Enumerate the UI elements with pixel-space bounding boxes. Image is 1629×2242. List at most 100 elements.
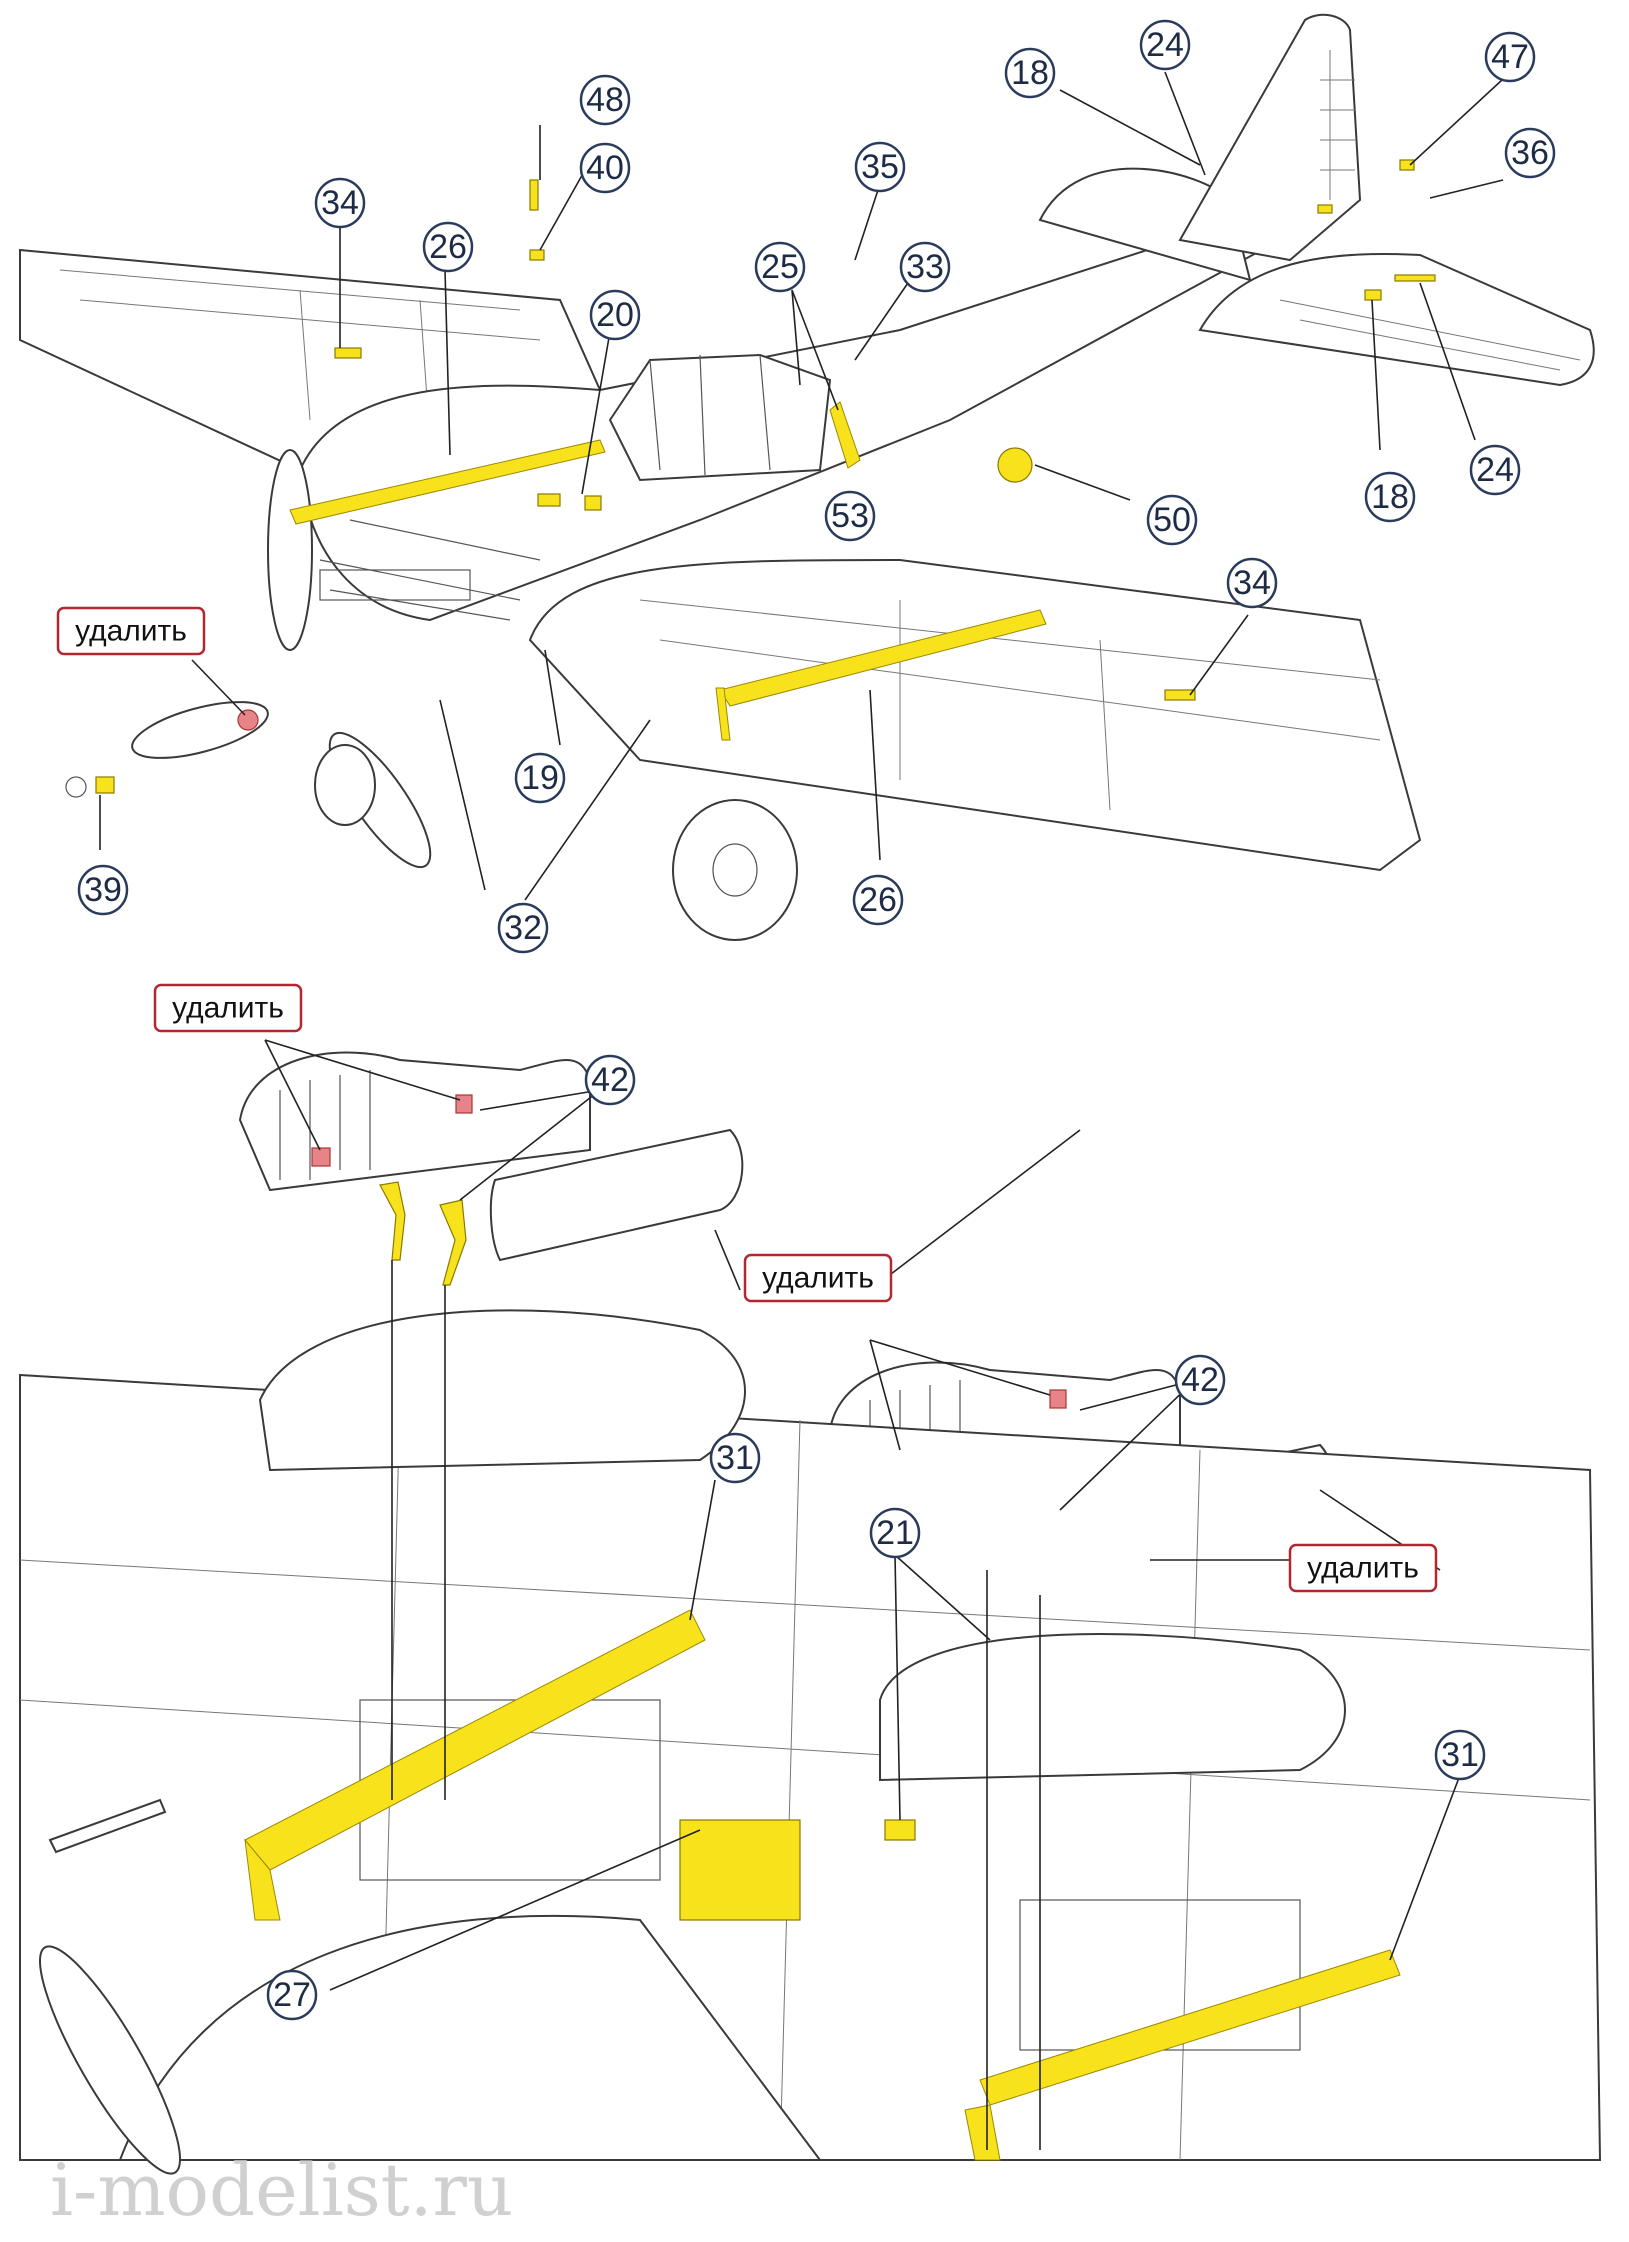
propeller-blade-bottom <box>39 1945 181 2175</box>
svg-text:31: 31 <box>1441 1736 1479 1774</box>
exhaust-grille <box>319 569 471 601</box>
callout-42-left: 42 <box>584 1054 636 1106</box>
callout-40: 40 <box>579 142 631 194</box>
callout-36: 36 <box>1504 127 1556 179</box>
svg-text:42: 42 <box>591 1061 629 1099</box>
svg-text:удалить: удалить <box>172 992 284 1025</box>
pe-strip-26-left <box>289 439 606 525</box>
main-wheel <box>672 799 798 941</box>
pe-part-36 <box>1317 204 1333 214</box>
svg-text:19: 19 <box>521 759 559 797</box>
callout-25: 25 <box>754 241 806 293</box>
pe-42-left-a <box>379 1181 406 1261</box>
callout-24-bottom: 24 <box>1469 444 1521 496</box>
svg-text:33: 33 <box>906 248 944 286</box>
svg-text:21: 21 <box>876 1514 914 1552</box>
callout-27: 27 <box>266 1969 318 2021</box>
remove-part-right-2 <box>1049 1389 1067 1409</box>
callout-21: 21 <box>869 1507 921 1559</box>
remove-tag-middle: удалить <box>743 1253 893 1303</box>
callout-53: 53 <box>824 490 876 542</box>
stabilizer-right <box>1198 252 1595 387</box>
pe-part-34-right <box>1164 689 1196 701</box>
remove-part-left-1 <box>311 1147 331 1167</box>
pe-part-20 <box>537 493 561 507</box>
callout-42-right: 42 <box>1174 1354 1226 1406</box>
underside-view: 42 42 31 21 31 27 удалить удалить удалит… <box>19 983 1602 2175</box>
callout-34-right: 34 <box>1226 557 1278 609</box>
callout-39: 39 <box>77 864 129 916</box>
pe-part-48 <box>529 179 539 211</box>
svg-text:удалить: удалить <box>762 1262 874 1295</box>
svg-text:47: 47 <box>1491 38 1529 76</box>
pe-part-18 <box>1364 289 1382 301</box>
callout-26-left: 26 <box>422 221 474 273</box>
nacelle-left <box>258 1309 746 1472</box>
callout-19: 19 <box>514 752 566 804</box>
watermark-text: i-modelist.ru <box>50 2148 513 2232</box>
callout-31-left: 31 <box>709 1432 761 1484</box>
svg-text:53: 53 <box>831 497 869 535</box>
callout-24-top: 24 <box>1139 19 1191 71</box>
pe-42-left-b <box>439 1199 467 1286</box>
pe-part-20b <box>584 495 602 511</box>
svg-text:36: 36 <box>1511 134 1549 172</box>
svg-text:34: 34 <box>321 184 359 222</box>
svg-text:39: 39 <box>84 871 122 909</box>
svg-text:27: 27 <box>273 1976 311 2014</box>
pe-part-40 <box>529 249 545 261</box>
gun-barrel <box>48 1798 167 1854</box>
spinner-remove-part <box>237 709 259 731</box>
cowl-panel-left-remove <box>489 1128 744 1262</box>
callout-47: 47 <box>1484 31 1536 83</box>
pe-strip-31-right-edge <box>964 2104 1001 2161</box>
remove-tag-spinner: удалить <box>56 606 206 656</box>
pe-part-34-left <box>334 347 362 359</box>
pe-part-47 <box>1399 159 1415 171</box>
svg-text:24: 24 <box>1146 26 1184 64</box>
svg-text:31: 31 <box>716 1439 754 1477</box>
callout-26-right: 26 <box>852 874 904 926</box>
svg-text:34: 34 <box>1233 564 1271 602</box>
remove-tag-upper-left: удалить <box>153 983 303 1033</box>
callout-33: 33 <box>899 241 951 293</box>
canopy <box>608 353 832 482</box>
remove-part-left-2 <box>455 1094 473 1114</box>
pe-part-39 <box>95 776 115 794</box>
svg-text:20: 20 <box>596 296 634 334</box>
callout-35: 35 <box>854 141 906 193</box>
svg-text:35: 35 <box>861 148 899 186</box>
svg-text:26: 26 <box>859 881 897 919</box>
callout-32: 32 <box>497 902 549 954</box>
callout-18-top: 18 <box>1004 47 1056 99</box>
right-wing <box>528 558 1422 872</box>
vertical-fin <box>1178 13 1362 262</box>
svg-text:удалить: удалить <box>75 615 187 648</box>
callout-18-bottom: 18 <box>1364 471 1416 523</box>
pe-part-24 <box>1394 274 1436 282</box>
callout-20: 20 <box>589 289 641 341</box>
pe-strip-26-right <box>719 609 1047 707</box>
svg-text:26: 26 <box>429 228 467 266</box>
svg-text:24: 24 <box>1476 451 1514 489</box>
svg-text:18: 18 <box>1011 54 1049 92</box>
radiator-cover-left-part <box>238 1051 591 1192</box>
svg-text:40: 40 <box>586 149 624 187</box>
callout-34-left: 34 <box>314 177 366 229</box>
callout-31-right: 31 <box>1434 1729 1486 1781</box>
wheel-far <box>314 744 376 826</box>
svg-text:18: 18 <box>1371 478 1409 516</box>
svg-text:удалить: удалить <box>1307 1552 1419 1585</box>
nacelle-right <box>879 1633 1346 1782</box>
aircraft-top-view: 48 40 34 26 20 35 25 33 53 50 18 24 47 3… <box>19 13 1595 954</box>
callout-50: 50 <box>1146 494 1198 546</box>
svg-text:48: 48 <box>586 81 624 119</box>
svg-text:42: 42 <box>1181 1361 1219 1399</box>
propeller-blade-left <box>131 701 269 759</box>
svg-text:32: 32 <box>504 909 542 947</box>
callout-48: 48 <box>579 74 631 126</box>
remove-tag-right: удалить <box>1288 1543 1438 1593</box>
svg-text:25: 25 <box>761 248 799 286</box>
propeller-blade-up <box>267 449 313 651</box>
